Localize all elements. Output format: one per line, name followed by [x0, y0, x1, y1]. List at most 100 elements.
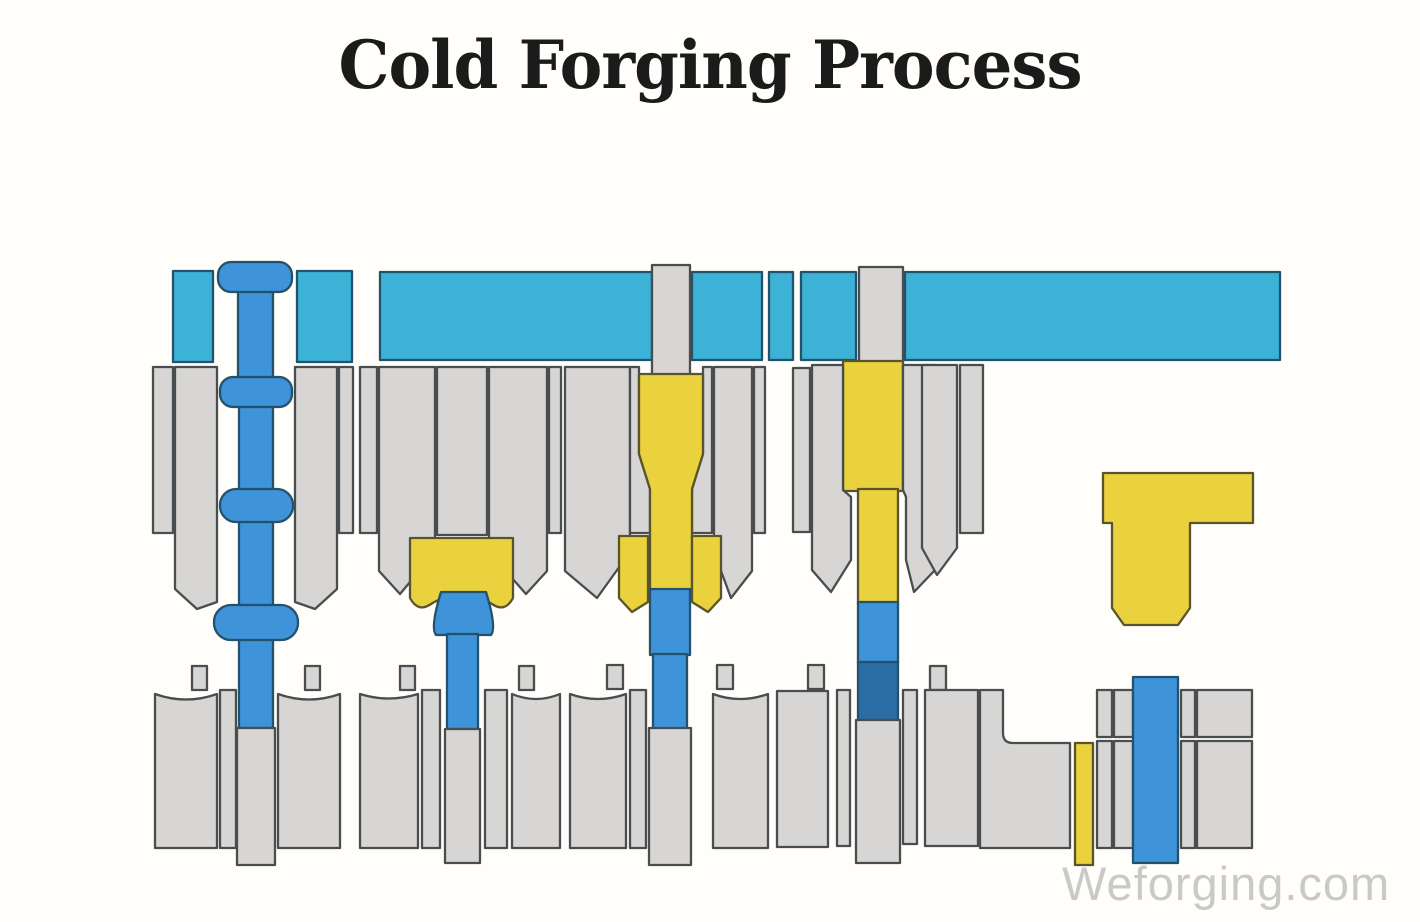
plate-segment: [799, 270, 858, 362]
die-bar: [752, 365, 767, 535]
station-2: [358, 365, 563, 865]
die-block: [563, 365, 632, 600]
die-block: [276, 692, 342, 850]
die-bar: [1112, 688, 1135, 739]
pin-stem: [237, 632, 275, 730]
ejection-die-set: [978, 675, 1254, 867]
upper-die-set: [563, 365, 767, 600]
die-column: [435, 365, 489, 537]
die-block: [711, 692, 770, 850]
punch-stem: [651, 652, 689, 731]
die-block: [775, 689, 830, 849]
station-3: [563, 263, 830, 867]
pin-stem: [237, 398, 275, 496]
die-bar: [958, 363, 985, 535]
workpiece-flange: [617, 534, 650, 614]
ejector-tab: [715, 663, 735, 691]
pin-stem: [236, 282, 275, 386]
punch-tip: [856, 600, 900, 665]
ejector-column: [443, 727, 482, 865]
die-bar: [547, 365, 563, 535]
lower-die-set: [153, 664, 342, 867]
punch-stem-pressed: [856, 660, 900, 722]
die-block-notched: [978, 688, 1072, 850]
die-bar: [901, 688, 919, 846]
die-bar: [358, 365, 379, 535]
die-block: [923, 688, 980, 848]
die-bar: [337, 365, 355, 535]
die-block: [920, 363, 959, 577]
workpiece-body: [841, 359, 905, 493]
die-bar: [835, 688, 852, 848]
die-bar: [1179, 688, 1197, 739]
die-block: [712, 365, 754, 600]
pin-knob: [212, 603, 300, 642]
die-bar: [1179, 739, 1197, 850]
plate-segment: [295, 269, 354, 364]
die-bar: [151, 365, 175, 535]
die-bar: [483, 688, 509, 850]
upper-die-set: [791, 363, 985, 594]
workpiece-flange: [690, 534, 723, 614]
plate-segment: [690, 270, 764, 362]
workpiece-slug: [1073, 741, 1095, 867]
finished-part: [1101, 471, 1255, 627]
upper-die-set: [151, 365, 355, 611]
lower-punch: [856, 600, 900, 722]
transfer-pin: [212, 260, 300, 730]
ejector-tab: [605, 663, 625, 691]
pin-head: [218, 375, 294, 409]
die-bar: [218, 688, 238, 850]
die-bar: [1095, 688, 1114, 739]
ejector-tab: [517, 664, 536, 692]
station-4: [791, 265, 985, 865]
die-block: [568, 692, 628, 850]
plate-segment: [378, 270, 654, 362]
workpiece-stem: [856, 487, 900, 606]
top-press-plate: [171, 269, 1282, 364]
pin-stem: [237, 514, 275, 614]
workpiece-long: [841, 359, 905, 606]
ejector-tab: [303, 664, 322, 692]
ejector-tab: [190, 664, 209, 692]
die-block: [153, 692, 219, 850]
die-bar: [420, 688, 442, 850]
die-block: [510, 692, 562, 850]
pin-knob: [218, 487, 295, 524]
punch-tip: [432, 590, 495, 637]
die-bar: [791, 366, 812, 534]
lower-die-set: [568, 663, 830, 867]
lower-punch: [648, 587, 692, 731]
ejector-column: [647, 726, 693, 867]
die-bar: [628, 688, 648, 850]
die-bar: [1112, 739, 1135, 850]
plate-segment: [171, 269, 215, 364]
die-block: [293, 365, 339, 611]
ejector-tab: [806, 663, 826, 691]
die-block: [173, 365, 219, 611]
station-1: [151, 260, 355, 867]
lower-die-set: [806, 663, 980, 865]
plate-segment: [903, 270, 1282, 362]
die-bar: [1095, 739, 1114, 850]
ejector-tab: [928, 664, 948, 692]
punch-tip: [648, 587, 692, 657]
lower-die-set: [358, 664, 562, 865]
workpiece-extruded: [617, 372, 723, 614]
ejector-tab: [398, 664, 417, 692]
ejector-column: [235, 726, 277, 867]
watermark: Weforging.com: [1062, 857, 1391, 910]
station-5: [978, 471, 1255, 867]
die-block: [1195, 739, 1254, 850]
ejector-column: [854, 718, 902, 865]
page-title: Cold Forging Process: [338, 26, 1082, 104]
upper-punch-column: [857, 265, 905, 365]
punch-stem: [445, 632, 480, 731]
plate-segment: [767, 270, 795, 362]
die-block: [810, 363, 853, 594]
die-block: [358, 692, 420, 850]
die-block: [1195, 688, 1254, 739]
upper-punch-column: [650, 263, 692, 377]
